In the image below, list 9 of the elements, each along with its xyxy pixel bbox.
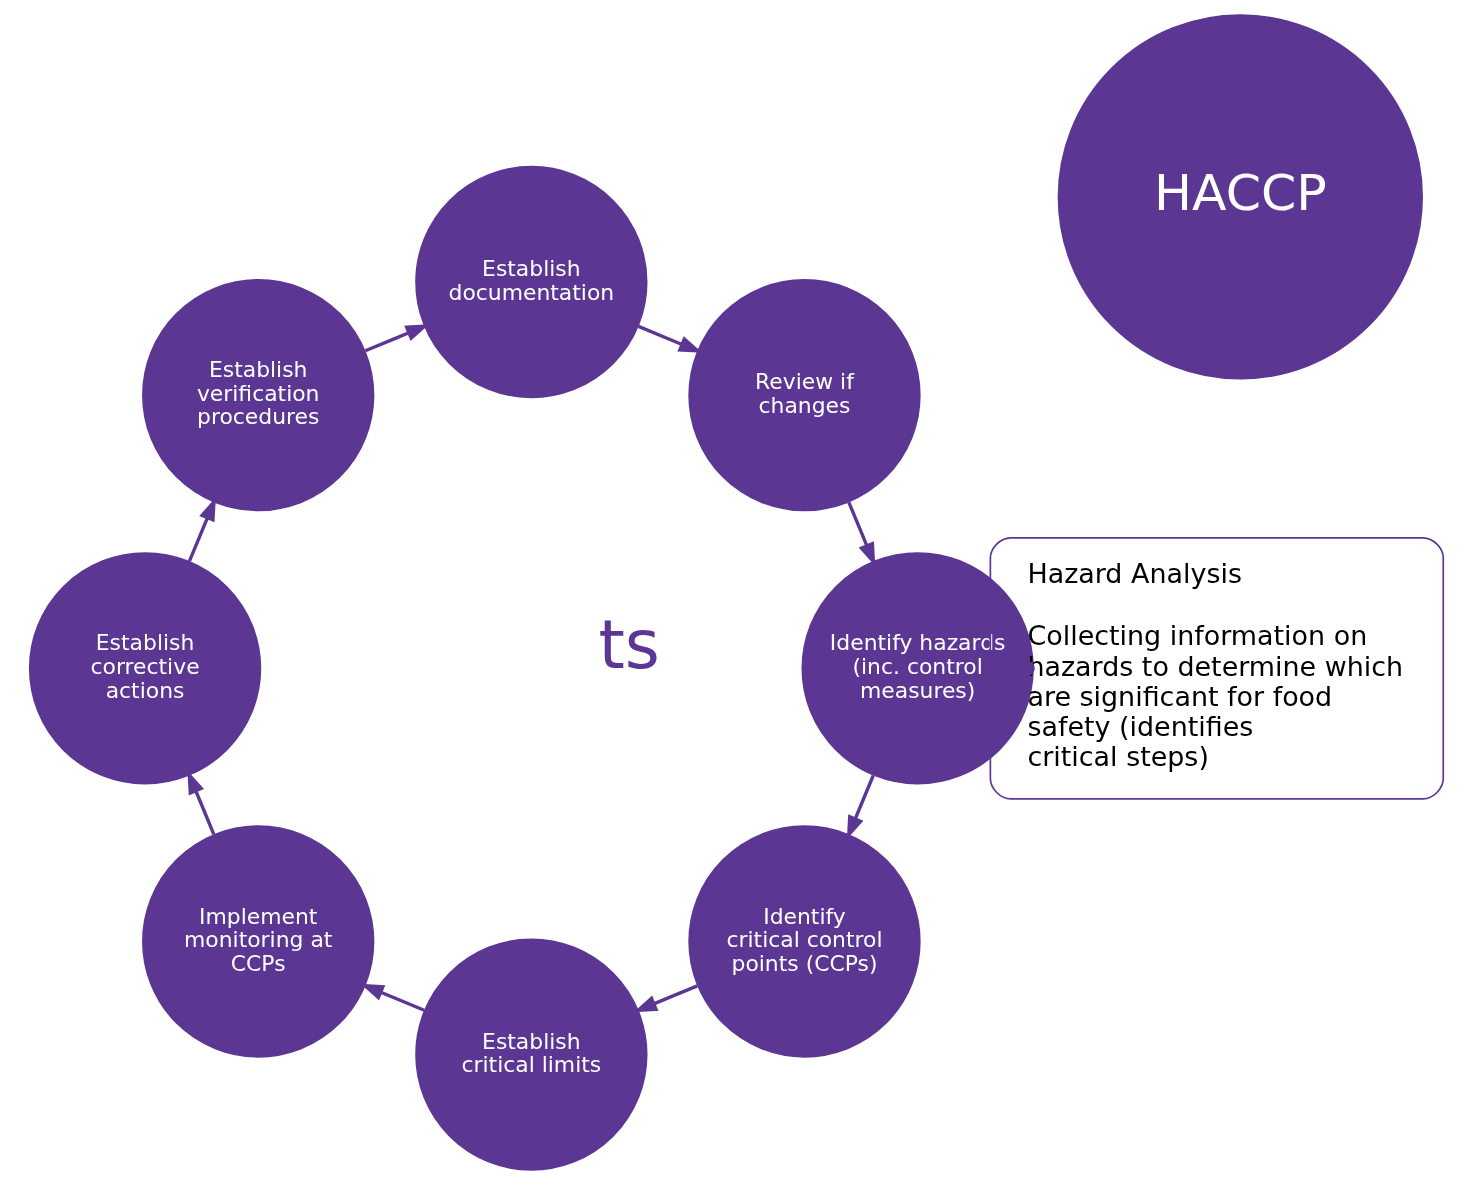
node-circle: Establish documentation: [414, 165, 647, 399]
node-circle: Implement monitoring at CCPs: [141, 825, 374, 1058]
node-circle: Establish critical limits: [414, 938, 647, 1171]
label: ts: [597, 605, 660, 685]
node-circle: Establish verification procedures: [141, 279, 374, 512]
node-circle: Establish corrective actions: [28, 552, 261, 785]
node-circle: Identify critical control points (CCPs): [687, 825, 921, 1058]
node-circle: Review if changes: [687, 279, 921, 512]
node-circle: HACCP: [1057, 14, 1423, 380]
